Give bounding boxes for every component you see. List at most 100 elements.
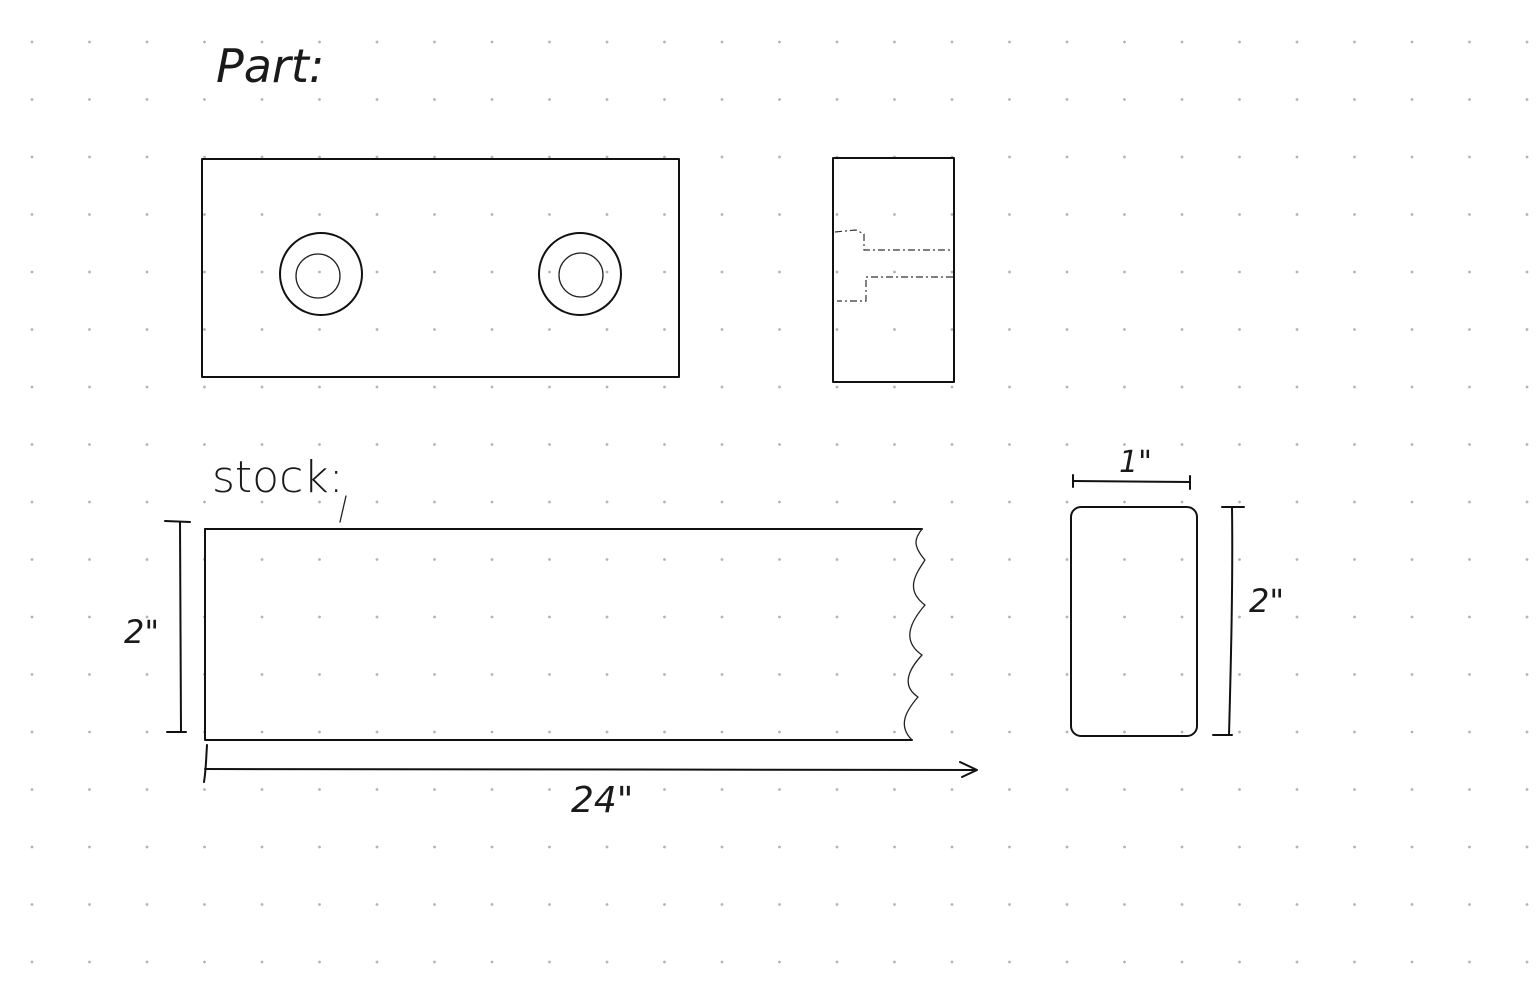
grid-dot (1410, 615, 1414, 619)
grid-dot (720, 673, 724, 676)
grid-dot (1410, 558, 1414, 561)
grid-dot (1065, 443, 1069, 446)
grid-dot (950, 40, 954, 44)
grid-dot (778, 500, 781, 504)
grid-dot (778, 673, 781, 676)
grid-dot (1123, 558, 1126, 561)
grid-dot (145, 788, 149, 791)
grid-dot (375, 213, 379, 216)
grid-dot (1008, 155, 1011, 159)
grid-dot (1008, 385, 1011, 389)
grid-dot (1180, 328, 1184, 331)
grid-dot (375, 845, 379, 849)
grid-dot (260, 500, 264, 504)
grid-dot (260, 903, 264, 906)
grid-dot (1123, 903, 1126, 906)
grid-dot (260, 730, 264, 734)
grid-dot (1525, 270, 1529, 274)
grid-dot (1065, 98, 1069, 101)
grid-dot (1123, 788, 1126, 791)
grid-dot (203, 788, 206, 791)
grid-dot (548, 845, 551, 849)
grid-dot (1353, 500, 1356, 504)
grid-dot (835, 328, 839, 331)
break-line (903, 528, 926, 741)
grid-dot (950, 615, 954, 619)
grid-dot (145, 385, 149, 389)
grid-dot (663, 385, 666, 389)
grid-dot (203, 443, 206, 446)
grid-dot (1410, 155, 1414, 159)
grid-dot (1468, 788, 1471, 791)
grid-dot (375, 558, 379, 561)
grid-dot (1525, 155, 1529, 159)
grid-dot (1180, 443, 1184, 446)
grid-dot (375, 903, 379, 906)
grid-dot (548, 40, 551, 44)
grid-dot (1410, 443, 1414, 446)
grid-dot (1468, 155, 1471, 159)
grid-dot (1525, 500, 1529, 504)
section-width-dimension: 1" (1072, 445, 1191, 490)
grid-dot (1180, 903, 1184, 906)
grid-dot (1065, 615, 1069, 619)
grid-dot (893, 328, 896, 331)
stock-cross-section (1070, 506, 1198, 737)
grid-dot (375, 788, 379, 791)
grid-dot (548, 673, 551, 676)
grid-dot (145, 98, 149, 101)
grid-dot (835, 443, 839, 446)
grid-dot (1065, 960, 1069, 964)
grid-dot (548, 443, 551, 446)
grid-dot (1468, 615, 1471, 619)
grid-dot (778, 98, 781, 101)
stock-label-tick (339, 495, 347, 523)
grid-dot (203, 960, 206, 964)
grid-dot (318, 443, 321, 446)
grid-dot (490, 213, 494, 216)
grid-dot (893, 270, 896, 274)
grid-dot (145, 500, 149, 504)
grid-dot (1180, 500, 1184, 504)
grid-dot (318, 615, 321, 619)
grid-dot (375, 730, 379, 734)
grid-dot (145, 270, 149, 274)
grid-dot (1295, 155, 1299, 159)
grid-dot (433, 730, 436, 734)
grid-dot (1065, 40, 1069, 44)
grid-dot (663, 558, 666, 561)
grid-dot (720, 960, 724, 964)
grid-dot (1295, 960, 1299, 964)
grid-dot (1180, 40, 1184, 44)
grid-dot (1353, 385, 1356, 389)
grid-dot (893, 730, 896, 734)
section-height-dimension: 2" (1212, 506, 1284, 736)
stock-length-label: 24" (571, 780, 633, 821)
grid-dot (835, 788, 839, 791)
grid-dot (318, 673, 321, 676)
grid-dot (318, 788, 321, 791)
grid-dot (1238, 845, 1241, 849)
grid-dot (720, 328, 724, 331)
grid-dot (548, 98, 551, 101)
stock-height-label: 2" (124, 613, 159, 651)
grid-dot (1295, 500, 1299, 504)
grid-dot (260, 328, 264, 331)
grid-dot (1238, 730, 1241, 734)
grid-dot (1525, 98, 1529, 101)
grid-dot (1295, 845, 1299, 849)
grid-dot (1468, 960, 1471, 964)
grid-dot (893, 213, 896, 216)
grid-dot (88, 328, 91, 331)
grid-dot (605, 328, 609, 331)
grid-dot (30, 155, 34, 159)
grid-dot (1123, 213, 1126, 216)
grid-dot (663, 155, 666, 159)
grid-dot (30, 385, 34, 389)
grid-dot (490, 788, 494, 791)
grid-dot (1468, 500, 1471, 504)
grid-dot (893, 903, 896, 906)
grid-dot (1410, 845, 1414, 849)
grid-dot (778, 788, 781, 791)
grid-dot (663, 845, 666, 849)
